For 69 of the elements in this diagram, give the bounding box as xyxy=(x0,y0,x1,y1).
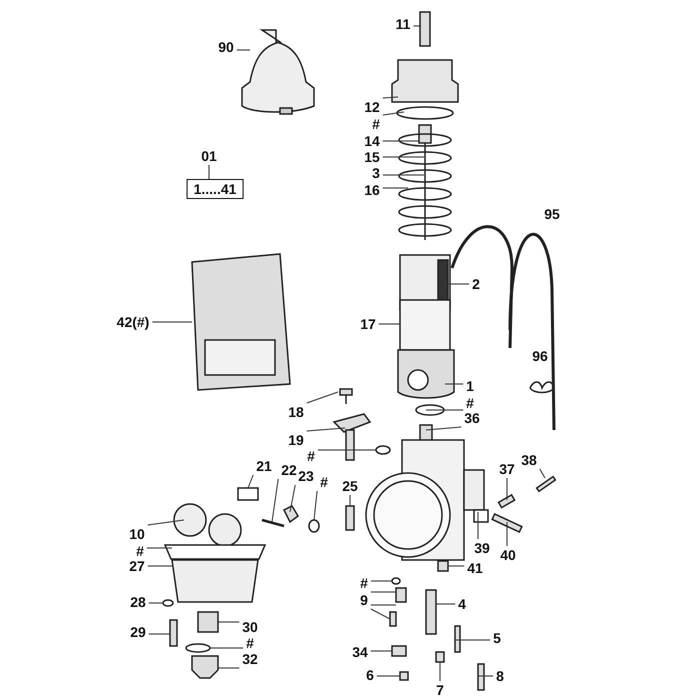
callout-number: 21 xyxy=(255,458,273,474)
leader-line xyxy=(506,522,508,546)
callout-number: # xyxy=(371,116,381,132)
callout-number: 12 xyxy=(363,99,381,115)
callout-number: 23 xyxy=(297,468,315,484)
callout-number: 16 xyxy=(363,182,381,198)
callout-number: 2 xyxy=(471,276,481,292)
callout-number: 30 xyxy=(241,619,259,635)
leader-line xyxy=(370,604,396,606)
callout-number: 37 xyxy=(498,461,516,477)
callout-number: 25 xyxy=(341,478,359,494)
callout-number: 8 xyxy=(495,668,505,684)
leader-line xyxy=(382,174,424,176)
callout-number: # xyxy=(359,575,369,591)
callout-number: 11 xyxy=(394,16,412,32)
callout-number: 22 xyxy=(280,462,298,478)
leader-line xyxy=(382,156,424,158)
callout-number: 14 xyxy=(363,133,381,149)
callout-number: 9 xyxy=(359,592,369,608)
callout-number: 3 xyxy=(371,165,381,181)
callout-number: 32 xyxy=(241,651,259,667)
callout-number: 6 xyxy=(365,667,375,683)
callout-number: # xyxy=(245,635,255,651)
callout-number: # xyxy=(135,543,145,559)
leader-line xyxy=(314,490,318,520)
leader-line xyxy=(208,164,210,180)
callout-number: 90 xyxy=(217,39,235,55)
leader-line xyxy=(148,602,164,604)
leader-line xyxy=(306,392,338,404)
leader-line xyxy=(306,428,346,432)
callout-number: 29 xyxy=(129,624,147,640)
callout-number: 28 xyxy=(129,594,147,610)
leader-line xyxy=(370,608,390,620)
callout-number: 7 xyxy=(435,682,445,698)
callout-number: # xyxy=(306,448,316,464)
callout-number: 27 xyxy=(128,558,146,574)
callout-number: 1 xyxy=(465,378,475,394)
callout-number: 01 xyxy=(200,148,218,164)
leader-line xyxy=(506,478,508,500)
callout-number: 10 xyxy=(128,526,146,542)
callout-number: 39 xyxy=(473,540,491,556)
callout-number: 18 xyxy=(287,404,305,420)
leader-line xyxy=(290,484,296,512)
callout-number: 95 xyxy=(543,206,561,222)
callout-number: 96 xyxy=(531,348,549,364)
callout-number: 41 xyxy=(466,560,484,576)
callout-number: # xyxy=(465,395,475,411)
callout-number: 38 xyxy=(520,452,538,468)
leader-line xyxy=(370,580,392,582)
callout-number: 5 xyxy=(492,630,502,646)
leader-line xyxy=(382,112,404,116)
callout-number: # xyxy=(319,474,329,490)
leader-line xyxy=(272,478,279,522)
callout-number: 4 xyxy=(457,596,467,612)
callout-number: 15 xyxy=(363,149,381,165)
callout-number: 36 xyxy=(463,410,481,426)
callout-number: 34 xyxy=(351,644,369,660)
leader-line xyxy=(426,426,462,430)
callout-number: 40 xyxy=(499,547,517,563)
leader-line xyxy=(382,96,398,98)
callout-number: 17 xyxy=(359,316,377,332)
leader-line xyxy=(382,140,420,142)
callout-number: 42(#) xyxy=(116,314,150,330)
leader-line xyxy=(147,520,184,526)
kit-range-box: 1.....41 xyxy=(186,179,244,199)
leader-line xyxy=(370,650,392,652)
leader-line xyxy=(248,474,254,488)
callout-number: 19 xyxy=(287,432,305,448)
leader-line xyxy=(539,468,546,478)
